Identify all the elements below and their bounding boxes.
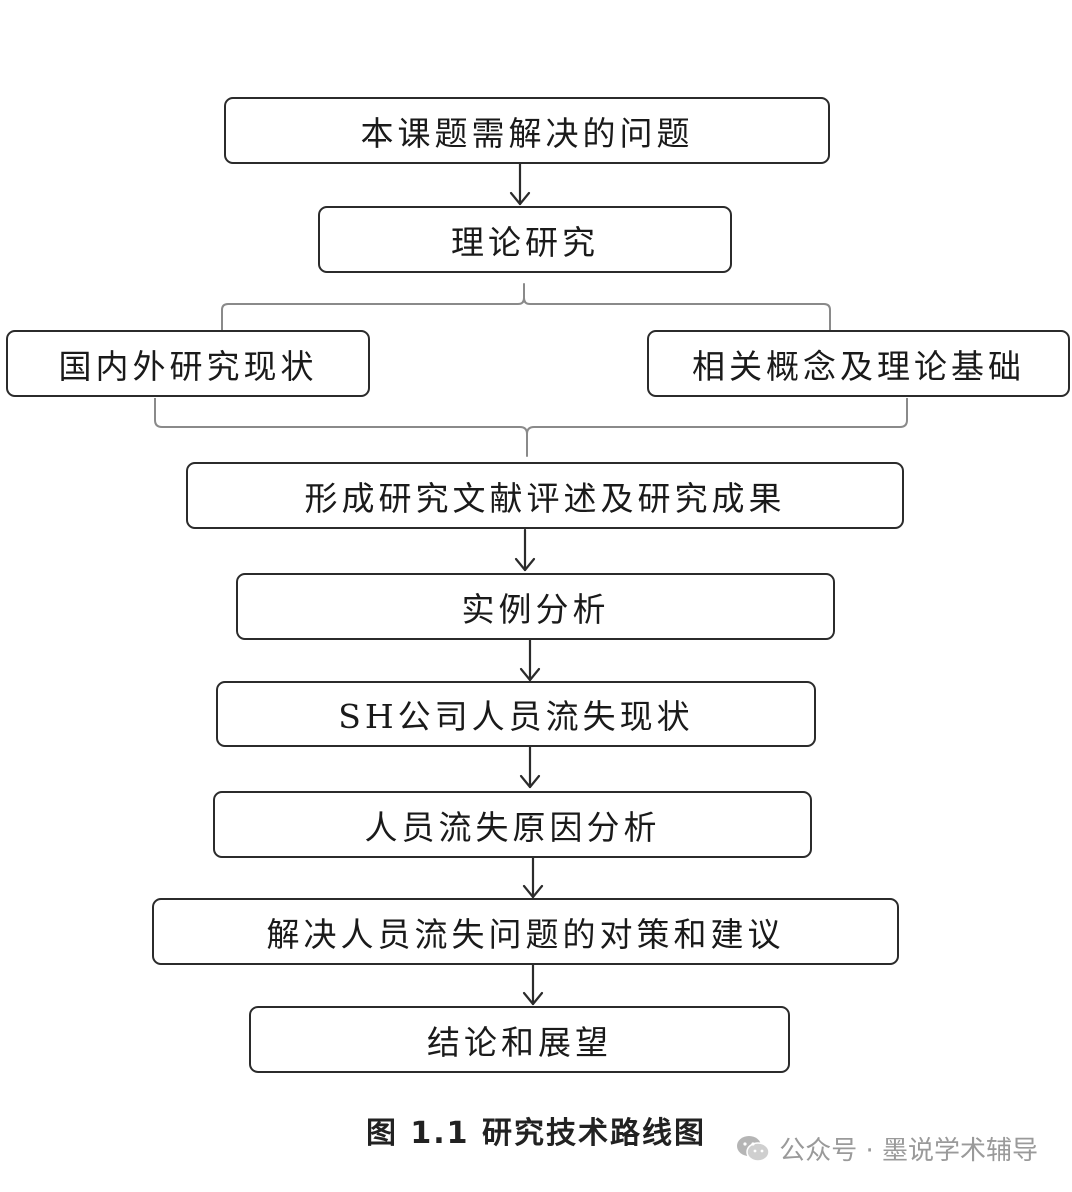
arrow-6-7 [519,745,541,789]
arrow-8-9 [522,963,544,1006]
node-conclusion: 结论和展望 [249,1006,790,1073]
arrow-1-2 [509,162,531,206]
arrow-5-6 [519,638,541,682]
split-brace [221,283,831,330]
node-concepts-theory: 相关概念及理论基础 [647,330,1070,397]
node-literature-review: 形成研究文献评述及研究成果 [186,462,904,529]
node-theory-research: 理论研究 [318,206,732,273]
node-case-analysis: 实例分析 [236,573,835,640]
node-countermeasures: 解决人员流失问题的对策和建议 [152,898,899,965]
figure-caption: 图 1.1 研究技术路线图 [365,1116,707,1151]
node-turnover-status: SH公司人员流失现状 [216,681,816,747]
node-problem: 本课题需解决的问题 [224,97,830,164]
merge-brace [154,398,908,457]
arrow-7-8 [522,856,544,899]
watermark: 公众号 · 墨说学术辅导 [735,1130,1038,1167]
watermark-text: 公众号 · 墨说学术辅导 [779,1136,1038,1166]
node-domestic-foreign-status: 国内外研究现状 [6,330,370,397]
wechat-icon [737,1135,770,1162]
arrow-4-5 [514,528,536,572]
node-turnover-causes: 人员流失原因分析 [213,791,812,858]
